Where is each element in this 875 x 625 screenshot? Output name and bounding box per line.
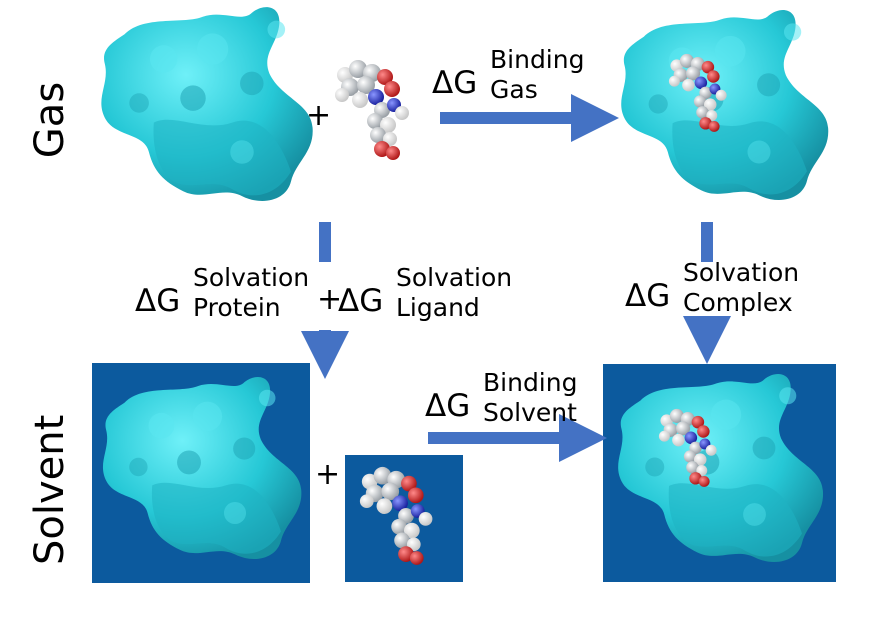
solvation-ligand-subscript: Ligand xyxy=(396,293,480,322)
delta-g-symbol: ΔG xyxy=(425,388,471,424)
plus-sign-solvation: + xyxy=(317,282,343,317)
delta-g-symbol: ΔG xyxy=(432,65,478,101)
delta-g-symbol: ΔG xyxy=(338,283,384,319)
delta-g-binding-solvent: ΔG Binding Solvent xyxy=(425,368,595,440)
solvent-row-label: Solvent xyxy=(27,414,73,565)
delta-g-solvation-complex: ΔG Solvation Complex xyxy=(625,258,825,330)
protein-surface-gas xyxy=(101,7,313,202)
plus-sign-gas: + xyxy=(306,98,332,133)
binding-solvent-subscript: Solvent xyxy=(483,398,577,427)
solvation-ligand-superscript: Solvation xyxy=(396,263,513,292)
delta-g-symbol: ΔG xyxy=(625,278,671,314)
plus-sign-solvent: + xyxy=(315,457,341,492)
ligand-gas xyxy=(335,60,409,160)
binding-gas-subscript: Gas xyxy=(490,75,538,104)
delta-g-solvation-protein: ΔG Solvation Protein xyxy=(135,263,315,335)
solvation-protein-subscript: Protein xyxy=(193,293,281,322)
solvation-protein-superscript: Solvation xyxy=(193,263,310,292)
delta-g-symbol: ΔG xyxy=(135,283,181,319)
gas-row-label: Gas xyxy=(27,81,73,159)
binding-gas-superscript: Binding xyxy=(490,45,585,74)
delta-g-solvation-ligand: ΔG Solvation Ligand xyxy=(338,263,528,335)
solvation-complex-superscript: Solvation xyxy=(683,258,800,287)
binding-solvent-superscript: Binding xyxy=(483,368,578,397)
solvation-complex-subscript: Complex xyxy=(683,288,793,317)
complex-gas-protein xyxy=(621,10,829,201)
delta-g-binding-gas: ΔG Binding Gas xyxy=(432,45,602,117)
